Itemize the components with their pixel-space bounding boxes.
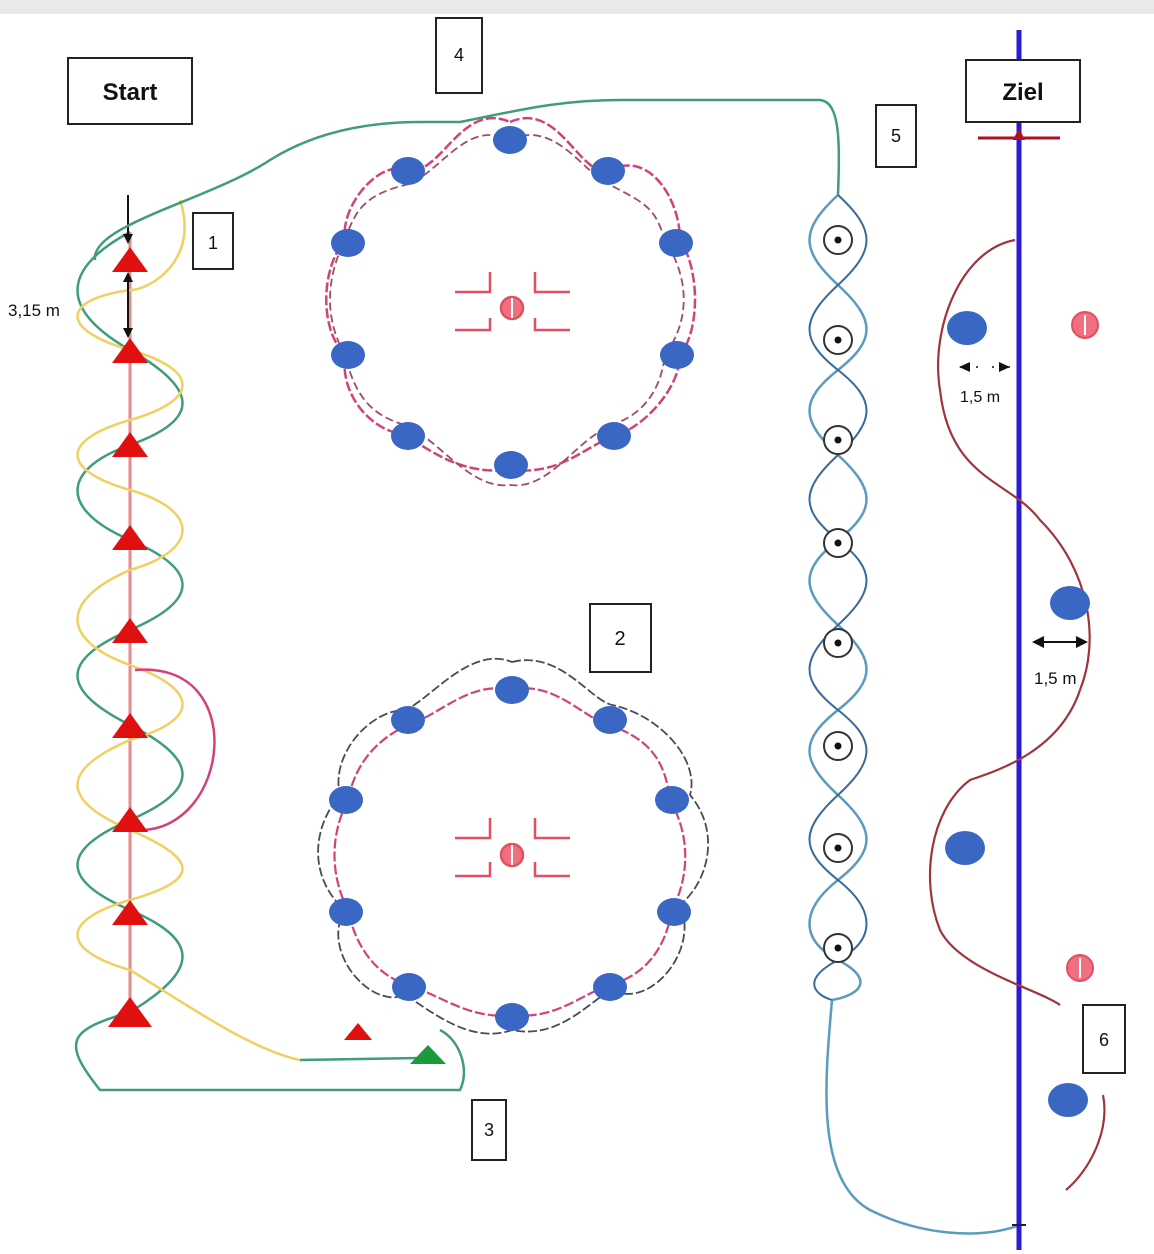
disc: [947, 311, 987, 345]
offset-label-right: 1,5 m: [1034, 669, 1077, 688]
cone-small: [344, 1023, 372, 1040]
cone-7: [112, 807, 148, 832]
disc: [660, 341, 694, 369]
svg-text:6: 6: [1099, 1030, 1109, 1050]
station-1-slalom: 3,15 m: [8, 195, 466, 1092]
station-1-number: 1: [192, 212, 234, 270]
cone-4: [112, 525, 148, 550]
ziel-label: Ziel: [965, 59, 1081, 123]
disc: [391, 706, 425, 734]
disc: [494, 451, 528, 479]
disc: [945, 831, 985, 865]
arrow-up-icon: [1013, 128, 1025, 140]
station-6-number: 6: [1082, 1004, 1126, 1074]
station-2-number: 2: [589, 603, 652, 673]
arrow-up-icon: [123, 272, 133, 282]
disc: [593, 973, 627, 1001]
cone-2: [112, 338, 148, 363]
disc: [495, 676, 529, 704]
disc: [331, 229, 365, 257]
station-3-number: 3: [471, 1099, 507, 1161]
disc: [657, 898, 691, 926]
svg-text:4: 4: [454, 45, 464, 65]
disc: [493, 126, 527, 154]
target-circle-icon: [1066, 954, 1094, 982]
serpentine-tail: [1065, 1094, 1106, 1191]
connector-5-to-finish: [825, 999, 1021, 1235]
blue-twist-path: [808, 194, 868, 1001]
connector-1-to-5: [93, 98, 841, 261]
disc: [495, 1003, 529, 1031]
cone-row: [108, 247, 152, 1027]
cone-1: [112, 247, 148, 272]
target-dots: [834, 236, 842, 952]
station-4-number: 4: [435, 17, 483, 94]
disc: [331, 341, 365, 369]
upper-pink-path: [325, 117, 697, 472]
station-2-circle: [317, 658, 710, 1035]
disc: [597, 422, 631, 450]
svg-text:5: 5: [891, 126, 901, 146]
arrow-left-icon: [1032, 636, 1044, 648]
arrow-down-icon: [123, 234, 133, 244]
cone-5: [112, 618, 148, 643]
svg-text:Start: Start: [103, 79, 158, 106]
serpentine-path: [928, 238, 1091, 1006]
arrow-down-icon: [123, 328, 133, 338]
station-5-number: 5: [875, 104, 917, 168]
center-marker-icon: [455, 818, 570, 878]
target-circle-icon: [1071, 311, 1099, 339]
cone-3: [112, 432, 148, 457]
station-5-targets: [808, 194, 1021, 1235]
svg-text:2: 2: [614, 628, 625, 650]
station-3-connector: [74, 1010, 466, 1092]
cone-8: [112, 900, 148, 925]
start-label: Start: [67, 57, 193, 125]
svg-text:Ziel: Ziel: [1002, 79, 1043, 106]
disc: [591, 157, 625, 185]
disc: [391, 422, 425, 450]
disc: [593, 706, 627, 734]
station-6-finish: 1,5 m 1,5 m: [928, 30, 1106, 1250]
pink-loop-path: [134, 668, 216, 832]
upper-inner-path: [329, 134, 685, 487]
arrow-right-icon: [1076, 636, 1088, 648]
station-4-circle: [325, 117, 697, 487]
disc: [1050, 586, 1090, 620]
lower-pink-path: [333, 687, 687, 1017]
arrow-right-icon: [999, 362, 1010, 372]
cone-6: [112, 713, 148, 738]
svg-text:3: 3: [484, 1120, 494, 1140]
svg-text:1: 1: [208, 233, 218, 253]
station-3-inner-path: [299, 1056, 421, 1062]
cone-spacing-label: 3,15 m: [8, 301, 60, 320]
offset-label-top: 1,5 m: [960, 389, 1000, 406]
disc: [392, 973, 426, 1001]
cone-9: [108, 997, 152, 1027]
disc: [659, 229, 693, 257]
top-strip: [0, 0, 1154, 14]
arrow-left-icon: [959, 362, 970, 372]
cone-green: [410, 1045, 446, 1064]
disc: [391, 157, 425, 185]
target-column: [823, 225, 853, 963]
disc: [329, 786, 363, 814]
yellow-weave-path: [76, 199, 301, 1062]
disc: [655, 786, 689, 814]
disc: [329, 898, 363, 926]
center-marker-icon: [455, 272, 570, 332]
disc: [1048, 1083, 1088, 1117]
